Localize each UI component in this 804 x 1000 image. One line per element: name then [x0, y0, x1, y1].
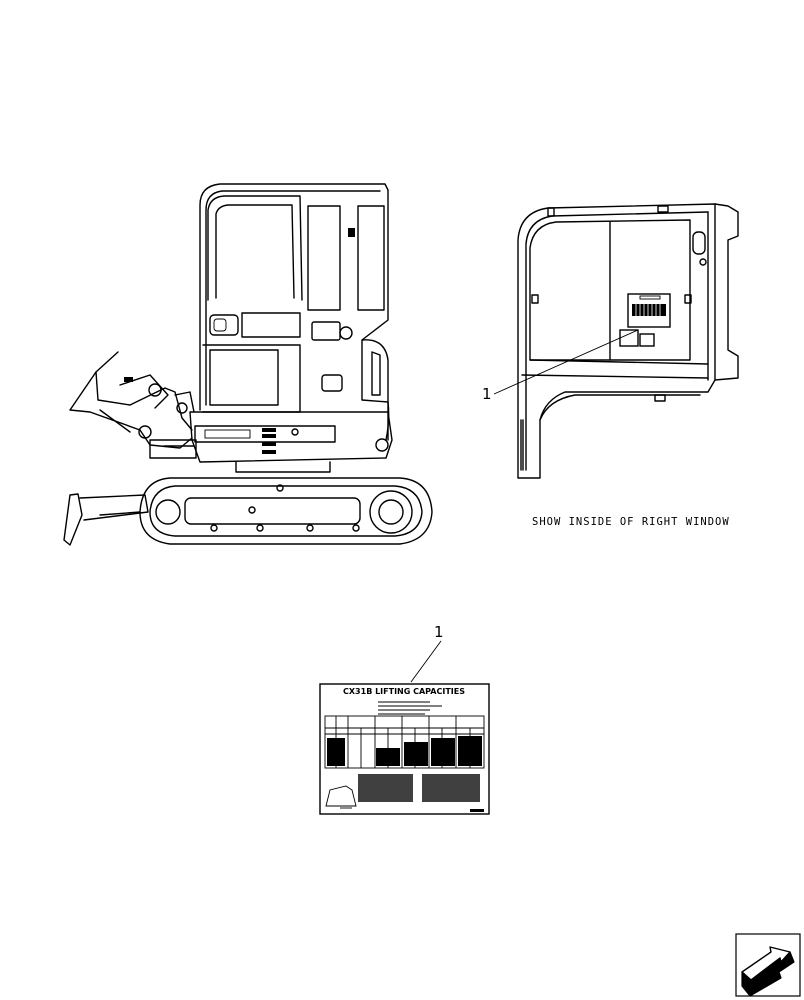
excavator-side-view	[63, 183, 433, 546]
cab-callout-number: 1	[482, 385, 492, 403]
decal-callout-leader	[410, 640, 442, 683]
lifting-capacity-decal: CX31B LIFTING CAPACITIES	[319, 683, 490, 815]
small-decal-grid	[632, 304, 666, 316]
cab-view-caption: SHOW INSIDE OF RIGHT WINDOW	[532, 516, 730, 528]
decal-callout-number: 1	[434, 623, 444, 641]
decal-title: CX31B LIFTING CAPACITIES	[343, 687, 465, 696]
cab-callout-leader	[493, 329, 639, 395]
cab-interior-view	[517, 203, 739, 479]
arrow-next-icon[interactable]	[735, 933, 801, 997]
